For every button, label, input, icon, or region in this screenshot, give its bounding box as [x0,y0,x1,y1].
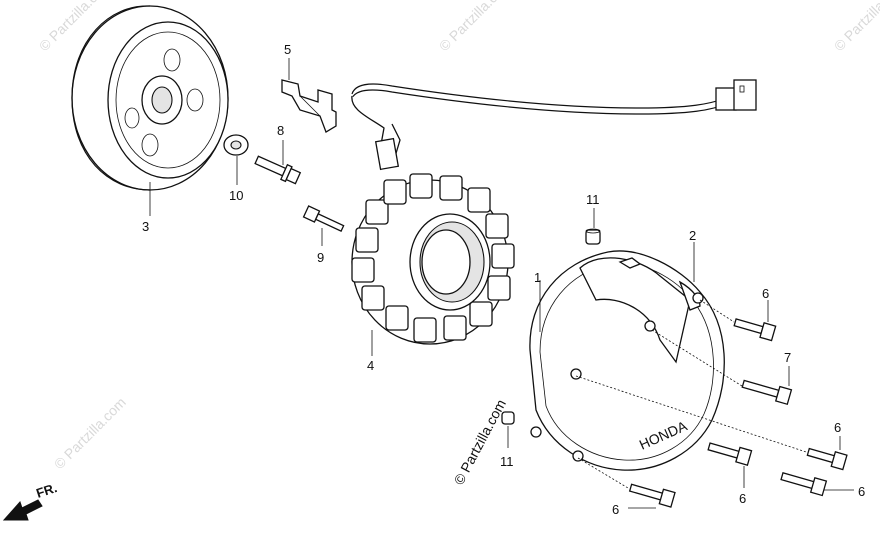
bolt-6f[interactable] [628,480,676,508]
callout-9[interactable]: 9 [317,250,324,265]
leader-line [699,299,735,323]
bolt-6a[interactable] [733,315,777,342]
watermark-text: © Partzilla.com [51,394,129,472]
flange-bolt[interactable] [253,153,302,186]
crankcase-cover[interactable]: HONDA [529,250,725,471]
callout-6f[interactable]: 6 [612,502,619,517]
front-direction-arrow-icon [2,499,43,521]
callout-6d[interactable]: 6 [739,491,746,506]
bolt-7[interactable] [741,377,793,406]
callout-6e[interactable]: 6 [858,484,865,499]
washer[interactable] [223,134,249,156]
front-direction-label: FR. [34,480,59,501]
callout-4[interactable]: 4 [367,358,374,373]
callout-6c[interactable]: 6 [834,420,841,435]
flywheel[interactable] [71,5,229,191]
bolt-6c[interactable] [806,445,848,471]
watermark-text: © Partzilla.com [831,0,880,54]
leader-line [575,375,807,453]
watermark-vertical: © Partzilla.com [451,397,509,488]
dowel-pin[interactable] [585,228,601,245]
leader-line [651,329,743,387]
callout-11-bottom[interactable]: 11 [500,454,514,469]
stator[interactable] [351,173,515,345]
callout-10[interactable]: 10 [229,188,243,203]
dowel-pin[interactable] [501,411,515,425]
callout-11-top[interactable]: 11 [586,192,600,207]
callout-1[interactable]: 1 [534,270,541,285]
watermark-text: © Partzilla.com [436,0,514,54]
wire-harness[interactable] [351,79,757,171]
callout-8[interactable]: 8 [277,123,284,138]
wire-clamp[interactable] [281,79,337,133]
bolt-6d[interactable] [707,439,753,466]
bolt-6e[interactable] [780,469,828,497]
callout-5[interactable]: 5 [284,42,291,57]
callout-7[interactable]: 7 [784,350,791,365]
callout-6a[interactable]: 6 [762,286,769,301]
callout-3[interactable]: 3 [142,219,149,234]
small-bolt[interactable] [302,205,345,234]
callout-2[interactable]: 2 [689,228,696,243]
leader-line [577,457,629,489]
